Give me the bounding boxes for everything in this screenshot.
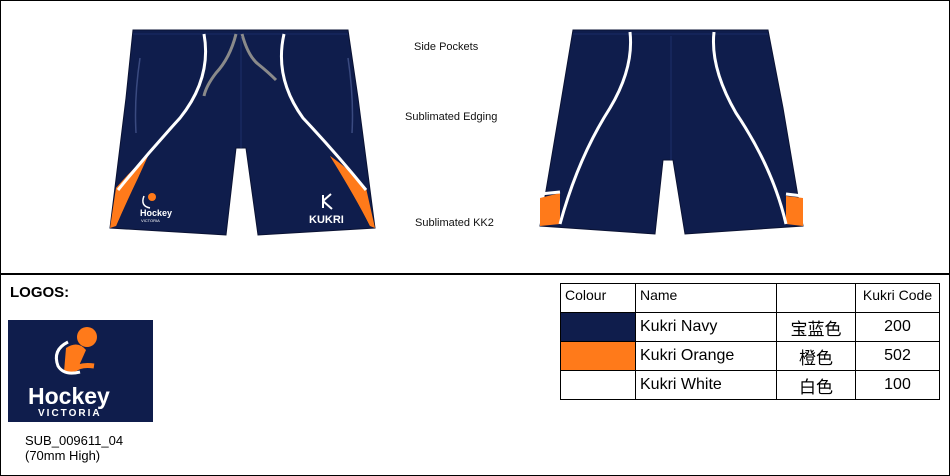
front-hockey-text: Hockey xyxy=(140,208,172,218)
logo-reference: SUB_009611_04 (70mm High) xyxy=(25,433,123,463)
colour-table-header: Colour Name Kukri Code xyxy=(560,283,940,313)
colour-name: Kukri White xyxy=(635,370,777,400)
shorts-back-view xyxy=(539,29,804,235)
callout-side-pockets: Side Pockets xyxy=(414,41,479,53)
colour-code: 200 xyxy=(855,312,940,342)
header-name: Name xyxy=(635,283,777,313)
colour-row: Kukri White 白色 100 xyxy=(560,370,940,400)
colour-chinese-name: 橙色 xyxy=(776,341,856,371)
colour-swatch xyxy=(560,312,636,342)
logos-heading: LOGOS: xyxy=(10,284,70,301)
shorts-front-view: Hockey VICTORIA KUKRI xyxy=(109,29,376,236)
colour-swatch xyxy=(560,341,636,371)
callout-sublimated-kk2: Sublimated KK2 xyxy=(415,217,494,229)
header-colour: Colour xyxy=(560,283,636,313)
section-divider xyxy=(0,273,950,275)
colour-name: Kukri Navy xyxy=(635,312,777,342)
hockey-victoria-logo: Hockey VICTORIA xyxy=(8,320,153,422)
hockey-victoria-mark: Hockey VICTORIA xyxy=(140,193,172,223)
logo-hockey-text: Hockey xyxy=(28,383,110,409)
colour-code: 502 xyxy=(855,341,940,371)
colour-chinese-name: 宝蓝色 xyxy=(776,312,856,342)
header-kukri-code: Kukri Code xyxy=(855,283,940,313)
colour-table: Colour Name Kukri Code Kukri Navy 宝蓝色 20… xyxy=(560,283,940,400)
logo-ref-size: (70mm High) xyxy=(25,448,101,463)
colour-chinese-name: 白色 xyxy=(776,370,856,400)
callout-sublimated-edging: Sublimated Edging xyxy=(405,111,498,123)
colour-row: Kukri Navy 宝蓝色 200 xyxy=(560,312,940,342)
colour-name: Kukri Orange xyxy=(635,341,777,371)
front-victoria-text: VICTORIA xyxy=(141,218,160,223)
colour-swatch xyxy=(560,370,636,400)
header-cn xyxy=(776,283,856,313)
kukri-mark: KUKRI xyxy=(309,193,344,226)
logo-victoria-text: VICTORIA xyxy=(38,408,102,419)
colour-row: Kukri Orange 橙色 502 xyxy=(560,341,940,371)
hockey-victoria-logo-art: Hockey VICTORIA xyxy=(28,327,110,419)
front-kukri-text: KUKRI xyxy=(309,214,344,226)
logo-ref-code: SUB_009611_04 xyxy=(25,433,124,448)
colour-code: 100 xyxy=(855,370,940,400)
